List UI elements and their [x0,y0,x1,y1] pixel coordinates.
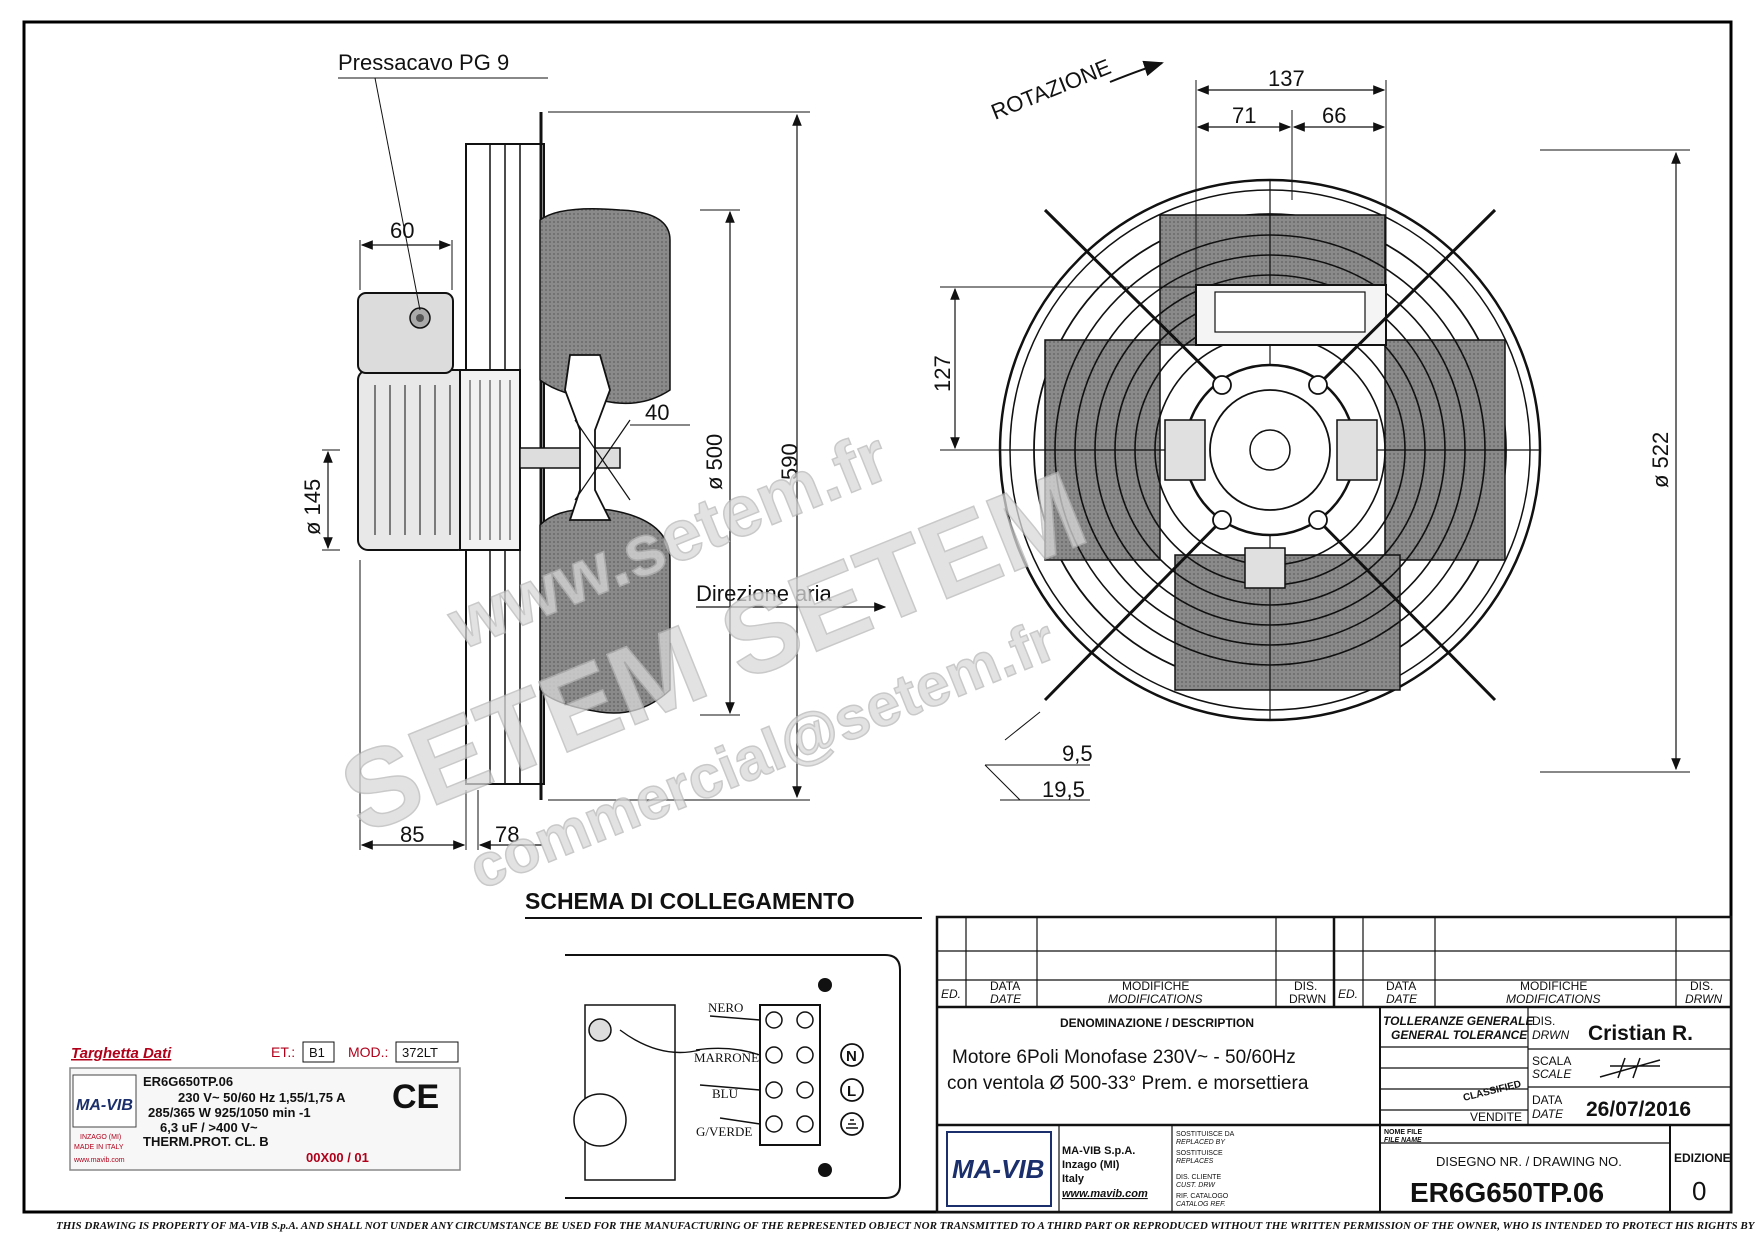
ref-catalog: RIF. CATALOGO [1176,1193,1229,1200]
drawing-date: 26/07/2016 [1586,1098,1691,1121]
company-logo: MA-VIB [952,1154,1044,1184]
edition-value: 0 [1692,1176,1706,1206]
file-label: NOME FILE [1384,1129,1422,1136]
nameplate-title: Targhetta Dati [71,1045,172,1062]
hdr-mod: MODIFICHE [1122,979,1189,993]
dim-19-5: 19,5 [1042,777,1085,802]
wire-brown: MARRONE [694,1050,759,1065]
terminal-l: L [847,1083,856,1100]
title-block: ED. DATA DATE MODIFICHE MODIFICATIONS DI… [935,915,1733,1214]
sales-label: VENDITE [1470,1110,1522,1124]
dim-85: 85 [400,822,424,847]
scale-label: SCALA [1532,1054,1571,1068]
date-label: DATA [1532,1093,1562,1107]
dim-d145: ø 145 [300,479,325,535]
hdr-mod-2: MODIFICHE [1520,979,1587,993]
nameplate-mod-label: MOD.: [348,1044,388,1060]
wire-black: NERO [708,1000,743,1015]
ref-replaces: SOSTITUISCE [1176,1150,1223,1157]
hdr-date-2: DATA [1386,979,1416,993]
ref-catalog-en: CATALOG REF. [1176,1201,1225,1208]
drawing-number: ER6G650TP.06 [1410,1177,1604,1208]
hdr-mod-en: MODIFICATIONS [1108,992,1202,1006]
scale-label-en: SCALE [1532,1067,1572,1081]
date-label-en: DATE [1532,1107,1564,1121]
drawing-no-label: DISEGNO NR. / DRAWING NO. [1436,1154,1622,1169]
hdr-mod-en-2: MODIFICATIONS [1506,992,1600,1006]
ref-client-drw: DIS. CLIENTE [1176,1174,1221,1181]
nameplate-web: www.mavib.com [73,1157,125,1164]
company-country: Italy [1062,1173,1085,1185]
dim-71: 71 [1232,103,1256,128]
dim-60: 60 [390,218,414,243]
drawing-frame [22,20,1733,1214]
desc-label: DENOMINAZIONE / DESCRIPTION [1060,1016,1254,1030]
company-name: MA-VIB S.p.A. [1062,1145,1135,1157]
nameplate-mod-value: 372LT [402,1045,438,1060]
desc-line2: con ventola Ø 500-33° Prem. e morsettier… [947,1073,1309,1094]
dim-66: 66 [1322,103,1346,128]
wiring-title: SCHEMA DI COLLEGAMENTO [525,888,855,914]
nameplate-et-label: ET.: [271,1044,295,1060]
label-rotation: ROTAZIONE [988,54,1115,125]
nameplate-line3: 6,3 uF / >400 V~ [160,1120,258,1135]
nameplate-origin1: INZAGO (MI) [80,1134,121,1141]
dim-d522: ø 522 [1648,432,1673,488]
ref-replaced-by-en: REPLACED BY [1176,1139,1226,1146]
hdr-dis: DIS. [1294,979,1317,993]
wire-blue: BLU [712,1086,739,1101]
desc-line1: Motore 6Poli Monofase 230V~ - 50/60Hz [952,1047,1296,1068]
ce-mark: CE [392,1078,439,1116]
dim-d500: ø 500 [702,434,727,490]
wiring-diagram: N L NERO MARRONE BLU G/VERDE [565,954,901,1199]
side-view: 60 Pressacavo PG 9 ø 145 40 ø 500 590 85… [300,50,887,850]
label-cable-gland: Pressacavo PG 9 [338,50,509,75]
hdr-dis-en-2: DRWN [1685,992,1722,1006]
edition-label: EDIZIONE [1674,1151,1731,1165]
nameplate-serial: 00X00 / 01 [306,1150,369,1165]
ref-replaces-en: REPLACES [1176,1158,1214,1165]
tol-line2: GENERAL TOLERANCE [1391,1028,1528,1042]
drawn-by-label-en: DRWN [1532,1028,1569,1042]
dim-590: 590 [777,443,802,480]
nameplate: Targhetta Dati ET.: B1 MOD.: 372LT MA-VI… [69,1041,461,1171]
nameplate-line1: 230 V~ 50/60 Hz 1,55/1,75 A [178,1090,346,1105]
hdr-date-en: DATE [990,992,1022,1006]
nameplate-origin2: MADE IN ITALY [74,1144,124,1151]
ref-replaced-by: SOSTITUISCE DA [1176,1131,1235,1138]
scale-symbol [1599,1057,1661,1079]
nameplate-logo: MA-VIB [76,1097,133,1114]
legal-footer: THIS DRAWING IS PROPERTY OF MA-VIB S.p.A… [56,1220,1755,1232]
hdr-date: DATA [990,979,1020,993]
hdr-dis-2: DIS. [1690,979,1713,993]
nameplate-et-value: B1 [309,1045,325,1060]
label-air-direction: Direzione aria [696,581,832,606]
dim-137: 137 [1268,66,1305,91]
tol-line1: TOLLERANZE GENERALE [1383,1014,1534,1028]
hdr-date-en-2: DATE [1386,992,1418,1006]
terminal-n: N [846,1048,857,1065]
ref-client-drw-en: CUST. DRW [1176,1182,1216,1189]
front-view: ROTAZIONE 137 71 66 127 ø 522 9,5 19,5 [930,54,1690,802]
company-web: www.mavib.com [1062,1188,1148,1200]
wire-green: G/VERDE [696,1124,752,1139]
hdr-dis-en: DRWN [1289,992,1326,1006]
file-label-en: FILE NAME [1384,1137,1422,1144]
nameplate-line4: THERM.PROT. CL. B [143,1134,269,1149]
company-city: Inzago (MI) [1062,1159,1120,1171]
hdr-ed-2: ED. [1338,987,1358,1001]
drawn-by: Cristian R. [1588,1022,1693,1045]
drawn-by-label: DIS. [1532,1014,1555,1028]
dim-40: 40 [645,400,669,425]
nameplate-model: ER6G650TP.06 [143,1074,233,1089]
hdr-ed: ED. [941,987,961,1001]
nameplate-line2: 285/365 W 925/1050 min -1 [148,1105,311,1120]
dim-78: 78 [495,822,519,847]
dim-127: 127 [930,355,955,392]
dim-9-5: 9,5 [1062,741,1093,766]
